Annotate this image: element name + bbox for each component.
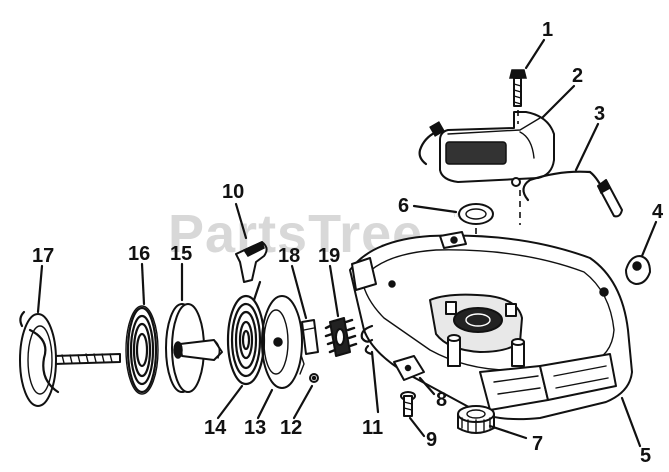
part-pawl-18: [301, 319, 319, 355]
part-clip-11: [360, 324, 374, 356]
part-pulley-15: [165, 303, 223, 393]
callout-5: 5: [640, 445, 651, 467]
part-block-8: [393, 355, 425, 381]
callout-12: 12: [280, 417, 302, 439]
part-recoil-spring-14: [226, 280, 266, 386]
callout-4: 4: [652, 201, 664, 223]
callout-10: 10: [222, 181, 244, 203]
callout-19: 19: [318, 245, 340, 267]
part-screw-1: [509, 69, 527, 107]
part-grommet-4: [625, 255, 651, 285]
part-pin-12: [299, 351, 319, 383]
callout-15: 15: [170, 243, 192, 265]
callout-3: 3: [594, 103, 605, 125]
callout-1: 1: [542, 19, 553, 41]
watermark-trademark: ™: [452, 212, 462, 223]
callout-2: 2: [572, 65, 583, 87]
part-handle-10: [235, 240, 268, 283]
part-coil-16: [125, 305, 159, 395]
callout-8: 8: [436, 389, 447, 411]
part-starter-cup-17: [19, 310, 121, 407]
callout-13: 13: [244, 417, 266, 439]
callout-6: 6: [398, 195, 409, 217]
part-pinion-19: [324, 317, 358, 357]
callout-17: 17: [32, 245, 54, 267]
part-plate-13: [261, 295, 303, 389]
callout-labels: 1 2 3 4 5 6 7 8 9 10 11 12 13 14 15 16 1…: [32, 19, 664, 467]
part-seal-6: [458, 203, 494, 225]
part-bushing-7: [457, 405, 495, 434]
callout-9: 9: [426, 429, 437, 451]
callout-16: 16: [128, 243, 150, 265]
callout-14: 14: [204, 417, 227, 439]
part-housing-5: [349, 231, 633, 421]
part-screw-9: [400, 391, 416, 417]
leader-lines: [36, 38, 658, 448]
callout-11: 11: [362, 417, 383, 439]
part-lead-wire-3: [522, 170, 623, 218]
callout-18: 18: [278, 245, 300, 267]
part-coil-2: [418, 111, 555, 187]
callout-7: 7: [532, 433, 543, 455]
